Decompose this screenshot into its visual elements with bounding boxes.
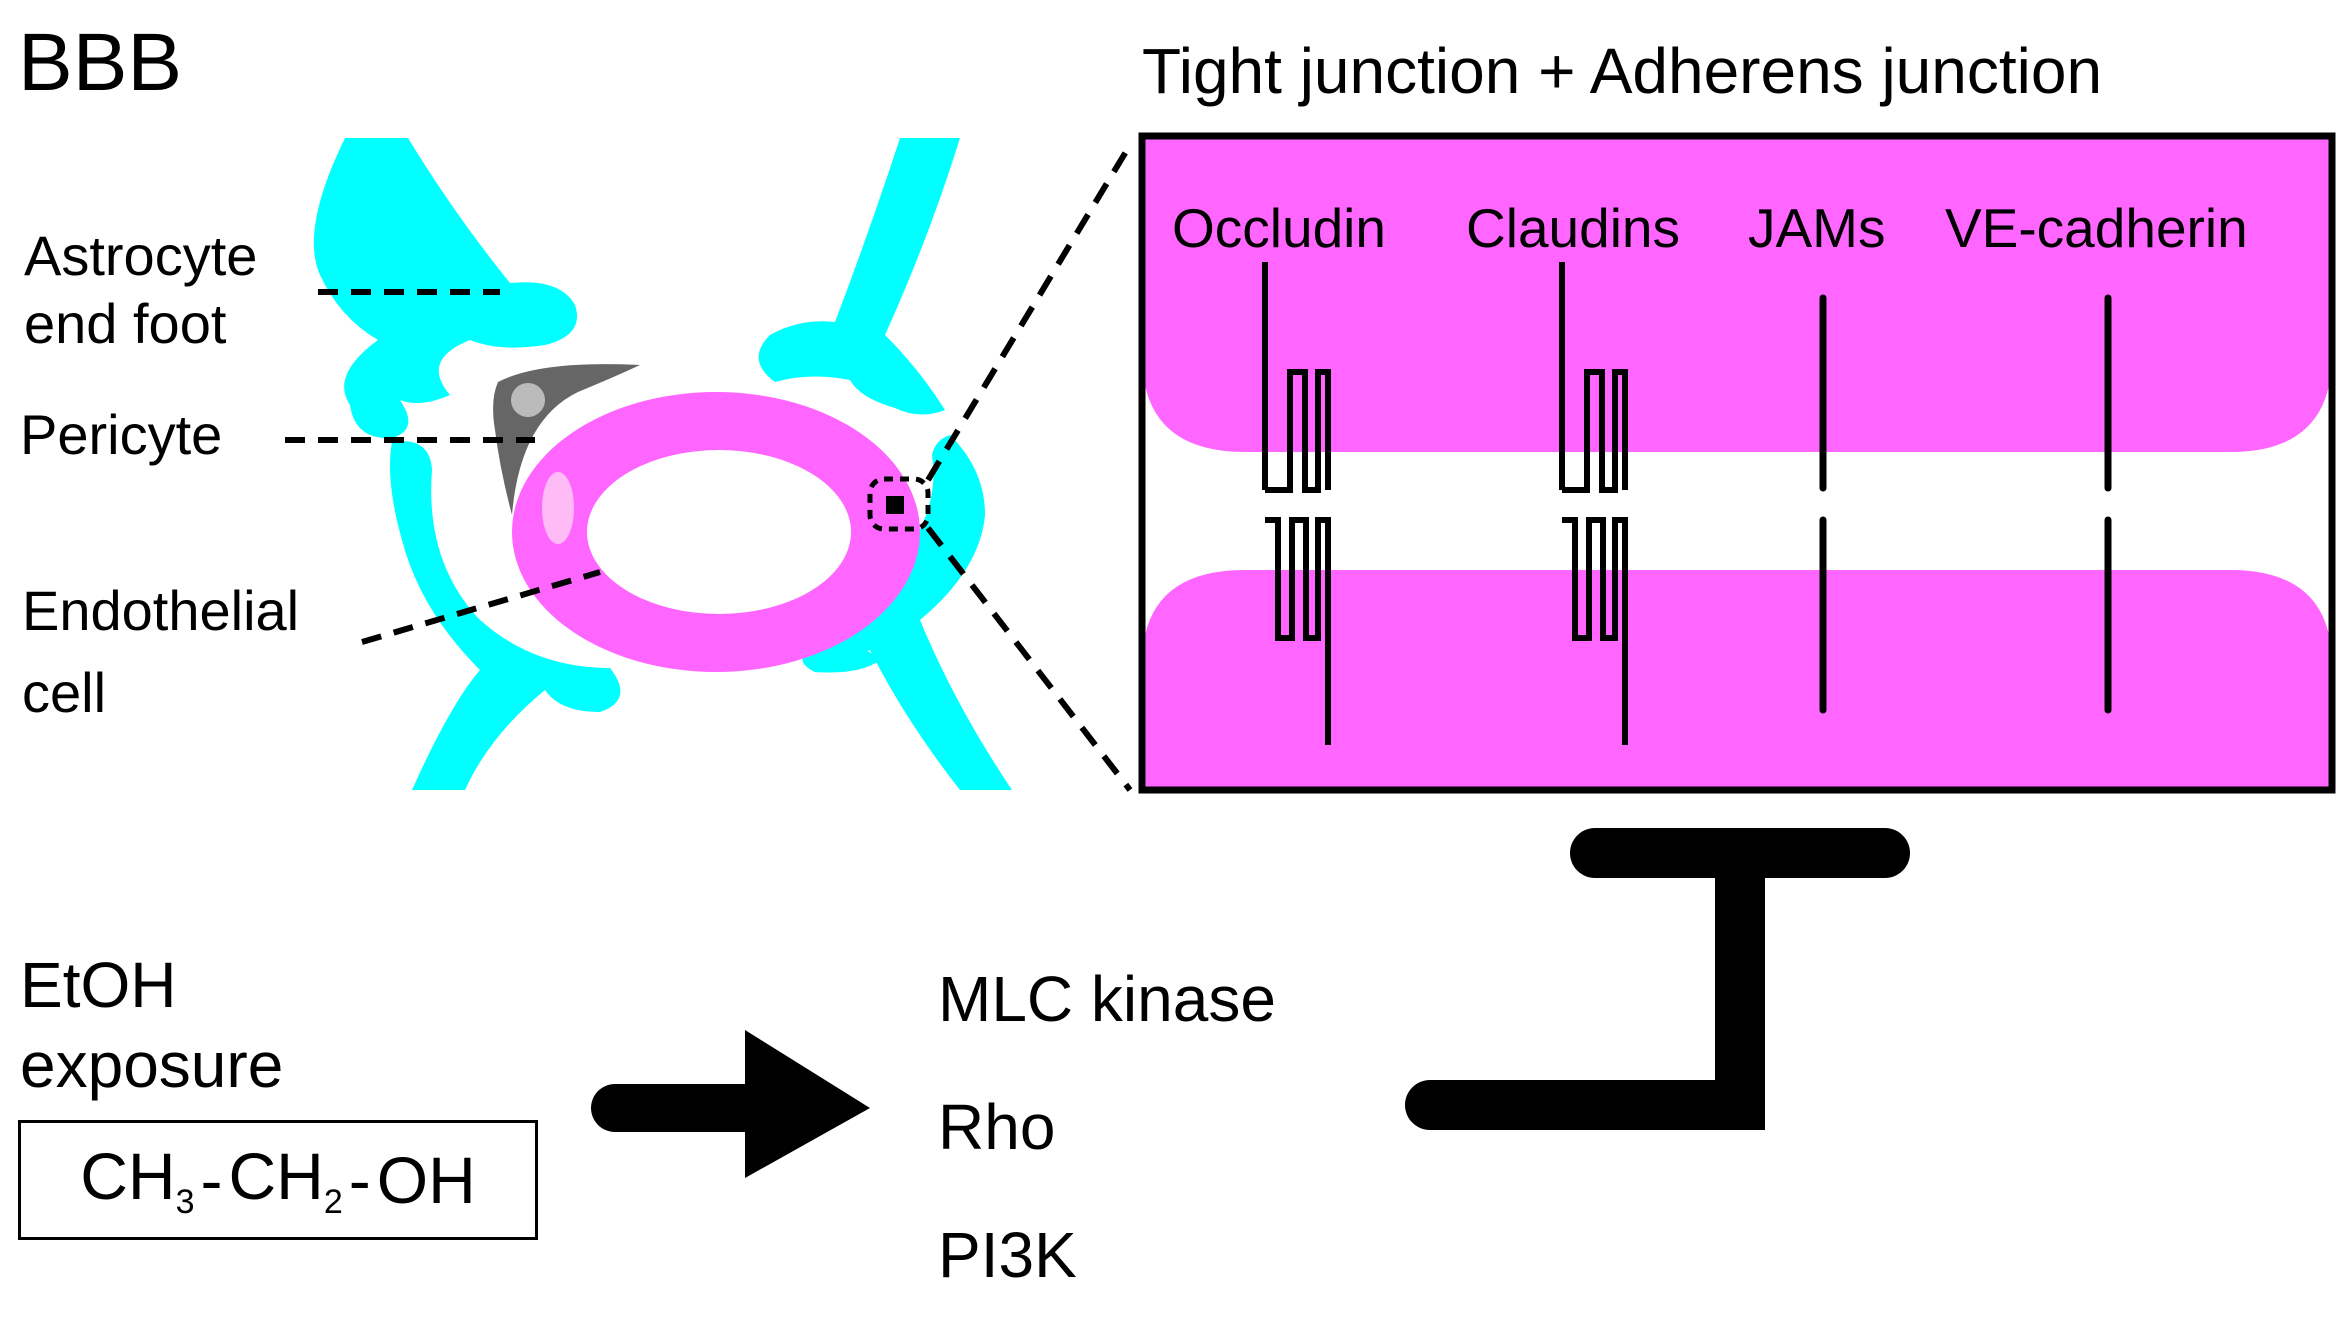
protein-label-claudins: Claudins — [1466, 197, 1681, 259]
claudins-glyph — [1559, 262, 1628, 745]
protein-label-jams: JAMs — [1748, 197, 1886, 259]
endothelial-label-line2: cell — [22, 661, 107, 724]
astrocyte-label-line1: Astrocyte — [24, 224, 258, 287]
ethanol-formula: CH3 - CH2 - OH — [18, 1120, 538, 1240]
diagram-canvas — [285, 132, 2336, 1178]
endothelial-label-line1: Endothelial — [22, 579, 300, 642]
zoom-spot — [886, 496, 904, 514]
leader-lines — [285, 289, 601, 645]
pericyte — [493, 364, 640, 515]
zoom-line-top — [925, 143, 1133, 482]
astrocyte-foot-upper-right — [758, 138, 960, 415]
etoh-label: EtOH exposure — [20, 945, 283, 1105]
protein-label-ve-cadherin: VE-cadherin — [1945, 197, 2248, 259]
astrocyte-wall-right — [820, 435, 1012, 790]
endothelial-ring — [512, 392, 920, 672]
endothelial-nucleus — [542, 472, 574, 544]
formula-oh: OH — [376, 1143, 476, 1217]
pathway-list: MLC kinase Rho PI3K — [938, 935, 1276, 1319]
formula-bond-1: - — [200, 1143, 223, 1217]
astrocyte-label-line2: end foot — [24, 292, 227, 355]
occludin-glyph — [1262, 262, 1331, 745]
pathway-item-pi3k: PI3K — [938, 1219, 1077, 1291]
astrocyte-foot-upper-left — [313, 138, 577, 439]
pathway-item-mlc-kinase: MLC kinase — [938, 963, 1276, 1035]
endothelial-leader — [361, 569, 601, 645]
activation-arrow — [591, 1030, 870, 1178]
junction-box — [1138, 132, 2336, 794]
bbb-title: BBB — [18, 17, 183, 108]
junction-zoom — [867, 143, 1133, 792]
pathway-item-rho: Rho — [938, 1091, 1056, 1163]
endothelial-cell — [512, 392, 920, 672]
formula-bond-2: - — [348, 1143, 371, 1217]
pericyte-label: Pericyte — [20, 403, 223, 466]
intercellular-space — [1142, 355, 2332, 665]
endothelial-label: Endothelial cell — [22, 570, 299, 734]
zoom-line-bottom — [925, 526, 1133, 792]
inhibition-symbol — [1405, 828, 1910, 1130]
astrocyte-end-feet — [313, 138, 1012, 790]
astrocyte-label: Astrocyte end foot — [24, 222, 257, 358]
etoh-label-line1: EtOH — [20, 949, 177, 1021]
pericyte-nucleus — [511, 383, 545, 417]
junction-title: Tight junction + Adherens junction — [1142, 35, 2103, 107]
formula-ch3: CH3 — [80, 1139, 195, 1221]
junction-box-border — [1138, 132, 2336, 794]
protein-label-occludin: Occludin — [1172, 197, 1386, 259]
formula-ch2: CH2 — [228, 1139, 343, 1221]
etoh-label-line2: exposure — [20, 1029, 284, 1101]
astrocyte-wall-left — [389, 441, 621, 790]
